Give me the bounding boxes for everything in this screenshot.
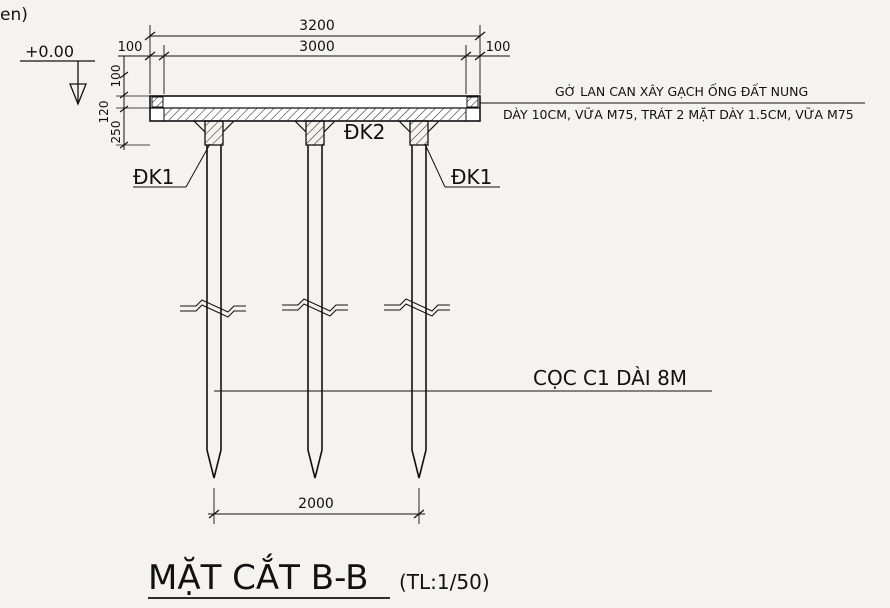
- beam-center: [294, 120, 336, 146]
- break-symbols: [180, 298, 450, 318]
- dim-pile-spacing-label: 2000: [298, 496, 334, 512]
- pile-right: [411, 145, 427, 479]
- beam-right: [398, 120, 440, 146]
- corner-text: en): [0, 5, 28, 25]
- section-scale: (TL:1/50): [399, 570, 490, 594]
- pile-left: [206, 145, 222, 479]
- deck-slab: [149, 95, 865, 122]
- railing-note-line2: DÀY 10CM, VỮA M75, TRÁT 2 MẶT DÀY 1.5CM,…: [503, 107, 854, 122]
- dimension-vertical: 100 120 250: [97, 56, 150, 150]
- dimension-overall: 3200: [144, 18, 486, 41]
- dim-beam-depth: 250: [109, 121, 123, 144]
- dim-rail-height: 100: [109, 65, 123, 88]
- beam-left: [193, 120, 235, 146]
- elevation-marker: +0.00: [20, 42, 95, 106]
- pile-label: CỌC C1 DÀI 8M: [533, 366, 687, 390]
- dim-right-offset: 100: [486, 40, 511, 55]
- beam-center-label: ĐK2: [344, 120, 385, 144]
- beam-right-label: ĐK1: [451, 165, 492, 189]
- section-title: MẶT CẮT B-B: [148, 553, 368, 598]
- dim-inner-label: 3000: [299, 39, 335, 55]
- dimension-pile-spacing: 2000: [208, 488, 425, 524]
- beam-left-label: ĐK1: [133, 165, 174, 189]
- railing-note-line1: GỜ LAN CAN XÂY GẠCH ỐNG ĐẤT NUNG: [555, 83, 808, 99]
- dim-left-offset: 100: [118, 40, 143, 55]
- dimension-inner: 3000 100 100: [118, 39, 511, 61]
- elevation-label: +0.00: [25, 42, 74, 61]
- dim-overall-label: 3200: [299, 18, 335, 34]
- pile-center: [307, 145, 323, 479]
- dim-slab-top: 120: [97, 101, 111, 124]
